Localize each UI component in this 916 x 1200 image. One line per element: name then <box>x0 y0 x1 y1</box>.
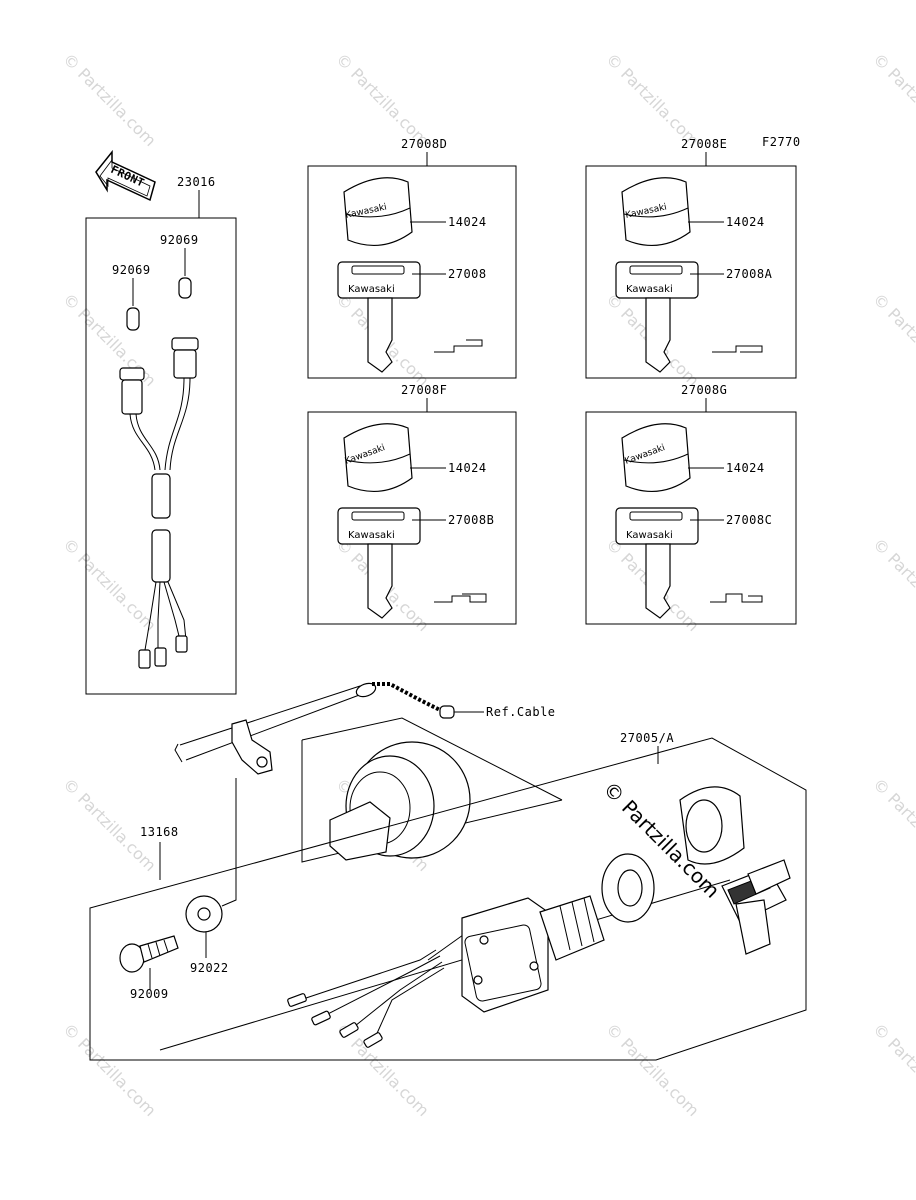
watermark-15: © Partzilla.com <box>869 774 916 875</box>
knob-d-icon: Kawasaki <box>343 177 413 246</box>
knob-g-icon: Kawasaki <box>621 423 691 492</box>
watermark-1: © Partzilla.com <box>59 49 160 150</box>
key-cylinder-icon <box>679 786 745 865</box>
bulb-lower-icon <box>126 307 140 331</box>
ignition-switch-icon <box>427 895 605 1013</box>
watermark-16: © Partzilla.com <box>59 1019 160 1120</box>
lower-assembly: Ref.Cable 27005/A 92022 <box>89 682 807 1061</box>
set-g-box <box>585 411 797 625</box>
bracket-icon <box>231 719 273 775</box>
set-f-label: 27008F <box>401 383 447 397</box>
knob-f-icon: Kawasaki <box>343 423 413 492</box>
wire-harness-icon <box>119 337 199 669</box>
bulb-lower-label: 92069 <box>112 263 151 277</box>
cable-icon: Ref.Cable <box>174 682 556 763</box>
bolt-label: 92009 <box>130 987 169 1001</box>
key-f-icon: Kawasaki <box>337 507 421 619</box>
key-g-brand: Kawasaki <box>626 530 673 541</box>
washer-label: 92022 <box>190 961 229 975</box>
key-e-icon: Kawasaki <box>615 261 699 373</box>
watermark-18: © Partzilla.com <box>602 1019 703 1120</box>
key-f-label: 27008B <box>448 513 494 527</box>
bracket-label: 13168 <box>140 825 179 839</box>
key-set-g-panel: 27008G Kawasaki 14024 Kawasaki 27008C <box>585 383 797 625</box>
watermark-5: © Partzilla.com <box>59 289 160 390</box>
harness-panel: 23016 92069 92069 <box>85 175 237 695</box>
knob-d-label: 14024 <box>448 215 487 229</box>
cable-ref-label: Ref.Cable <box>486 705 556 719</box>
knob-e-icon: Kawasaki <box>621 177 691 246</box>
key-d-brand: Kawasaki <box>348 284 395 295</box>
key-d-label: 27008 <box>448 267 487 281</box>
key-e-brand: Kawasaki <box>626 284 673 295</box>
washer-icon <box>185 895 223 933</box>
key-f-profile-icon <box>434 593 487 603</box>
watermark-3: © Partzilla.com <box>602 49 703 150</box>
switch-body-icon <box>329 741 471 861</box>
watermark-19: © Partzilla.com <box>869 1019 916 1120</box>
key-set-e-panel: 27008E Kawasaki 14024 Kawasaki 27008A <box>585 137 797 379</box>
knob-e-label: 14024 <box>726 215 765 229</box>
switch-keys-icon <box>721 859 791 955</box>
switch-assembly-box <box>89 737 807 1061</box>
key-e-label: 27008A <box>726 267 773 281</box>
key-g-profile-icon <box>710 593 763 603</box>
key-g-label: 27008C <box>726 513 772 527</box>
watermark-8: © Partzilla.com <box>869 289 916 390</box>
knob-f-label: 14024 <box>448 461 487 475</box>
bulb-upper-label: 92069 <box>160 233 199 247</box>
key-d-icon: Kawasaki <box>337 261 421 373</box>
front-arrow-icon: FRONT <box>95 149 156 202</box>
switch-label: 27005/A <box>620 731 674 745</box>
key-d-profile-icon <box>434 339 483 353</box>
watermark-9: © Partzilla.com <box>59 534 160 635</box>
watermark-2: © Partzilla.com <box>332 49 433 150</box>
set-e-label: 27008E <box>681 137 727 151</box>
key-set-f-panel: 27008F Kawasaki 14024 Kawasaki 27008B <box>307 383 517 625</box>
set-f-box <box>307 411 517 625</box>
bolt-icon <box>119 935 179 973</box>
bulb-upper-icon <box>178 277 192 299</box>
watermark-12: © Partzilla.com <box>869 534 916 635</box>
harness-box <box>85 217 237 695</box>
key-set-d-panel: 27008D Kawasaki 14024 Kawasaki 27008 <box>307 137 517 379</box>
figure-code: F2770 <box>762 135 801 149</box>
set-g-label: 27008G <box>681 383 727 397</box>
key-f-brand: Kawasaki <box>348 530 395 541</box>
set-e-box <box>585 165 797 379</box>
set-d-label: 27008D <box>401 137 447 151</box>
set-d-box <box>307 165 517 379</box>
knob-g-label: 14024 <box>726 461 765 475</box>
watermark-4: © Partzilla.com <box>869 49 916 150</box>
key-e-profile-icon <box>712 345 763 353</box>
harness-label: 23016 <box>177 175 216 189</box>
switch-wires-icon <box>287 949 445 1048</box>
lock-nut-icon <box>601 853 655 923</box>
key-g-icon: Kawasaki <box>615 507 699 619</box>
